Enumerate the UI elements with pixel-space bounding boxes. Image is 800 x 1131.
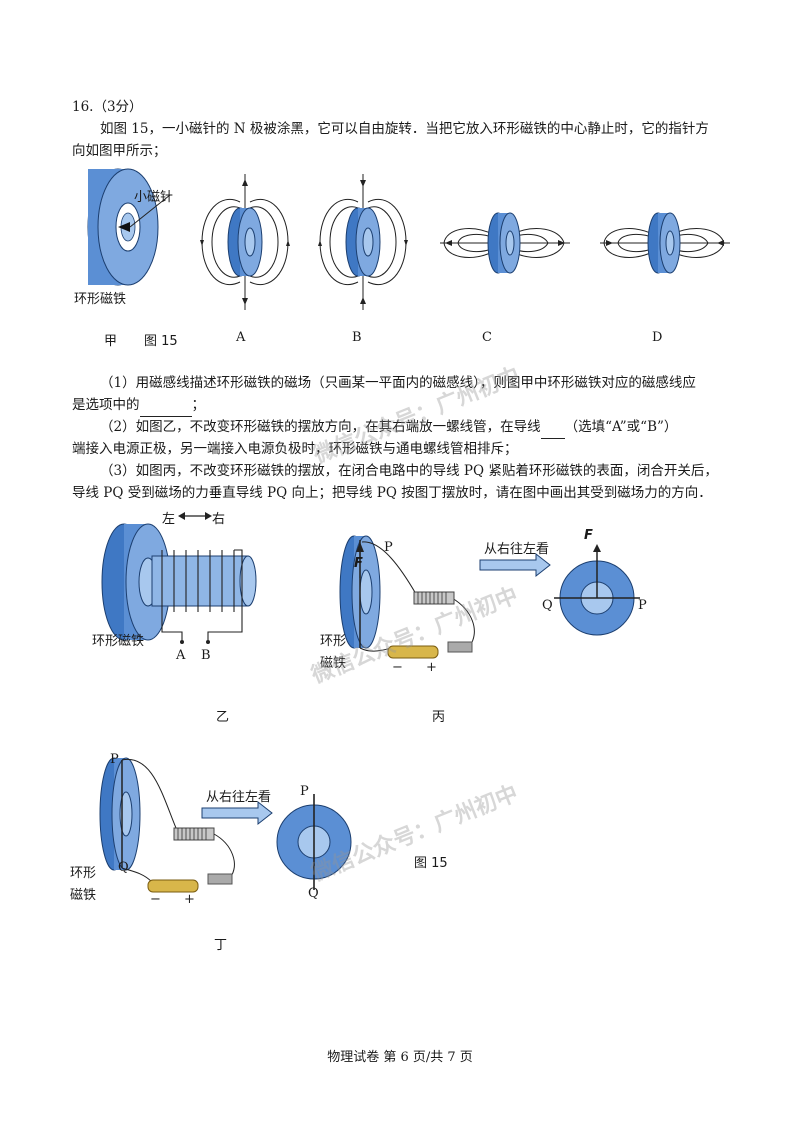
right-label: 右	[212, 512, 226, 527]
q-label-ding: Q	[118, 860, 129, 875]
figure-bing	[339, 535, 475, 659]
figure-jia	[87, 168, 171, 286]
option-d-label: D	[652, 330, 663, 345]
part2-line-1: （2）如图乙，不改变环形磁铁的摆放方向，在其右端放一螺线管，在导线 （选填“A”…	[100, 416, 677, 439]
wire-b-label: B	[201, 648, 211, 663]
part2-line-2: 端接入电源正极，另一端接入电源负极时，环形磁铁与通电螺线管相排斥；	[72, 441, 518, 457]
small-needle-label: 小磁针	[134, 190, 174, 205]
part1-line-2: 是选项中的 ；	[72, 394, 205, 417]
plus-label-bing: +	[426, 660, 437, 675]
part3-line-1: （3）如图丙，不改变环形磁铁的摆放，在闭合电路中的导线 PQ 紧贴着环形磁铁的表…	[100, 463, 718, 479]
ring-label-bing-1: 环形	[320, 634, 347, 649]
minus-label-bing: −	[392, 660, 403, 675]
ring-magnet-label: 环形磁铁	[74, 292, 127, 307]
option-b-label: B	[352, 330, 362, 345]
ring-magnet-label-yi: 环形磁铁	[92, 634, 145, 649]
option-a-figure	[200, 174, 290, 310]
p-label-ding-right: P	[300, 784, 309, 799]
minus-label-ding: −	[150, 892, 161, 907]
fig15-label-top: 图 15	[144, 334, 178, 349]
p-label-bing-right: P	[638, 598, 647, 613]
ring-label-ding-2: 磁铁	[70, 888, 97, 903]
option-c-figure	[440, 212, 570, 274]
caption-ding: 丁	[214, 938, 228, 953]
view-text-ding: 从右往左看	[206, 790, 272, 805]
fig15-label-bottom: 图 15	[414, 856, 448, 871]
page-footer: 物理试卷 第 6 页/共 7 页	[327, 1050, 473, 1065]
q-label-ding-right: Q	[308, 886, 319, 901]
plus-label-ding: +	[184, 892, 195, 907]
view-arrow-ding-icon	[201, 800, 273, 826]
force-label-bing-right: F	[584, 528, 593, 543]
option-d-figure	[600, 212, 730, 274]
figure-yi	[101, 523, 257, 644]
intro-line-2: 向如图甲所示；	[72, 143, 167, 159]
answer-blank-1[interactable]	[139, 394, 192, 417]
left-label: 左	[162, 512, 176, 527]
intro-line-1: 如图 15，一小磁针的 N 极被涂黑，它可以自由旋转．当把它放入环形磁铁的中心静…	[100, 121, 709, 137]
question-number: 16.（3分）	[72, 99, 143, 115]
ring-label-ding-1: 环形	[70, 866, 97, 881]
option-c-label: C	[482, 330, 492, 345]
figure-ding	[99, 757, 235, 893]
p-label-bing: P	[384, 540, 393, 555]
wire-a-label: A	[176, 648, 186, 663]
part1-line-1: （1）用磁感线描述环形磁铁的磁场（只画某一平面内的磁感线），则图甲中环形磁铁对应…	[100, 375, 696, 391]
view-text-bing: 从右往左看	[484, 542, 550, 557]
view-arrow-icon	[479, 552, 551, 578]
caption-bing: 丙	[432, 710, 446, 725]
part3-line-2: 导线 PQ 受到磁场的力垂直导线 PQ 向上；把导线 PQ 按图丁摆放时，请在图…	[72, 485, 712, 501]
option-a-label: A	[236, 330, 246, 345]
ding-end-view	[276, 794, 352, 890]
p-label-ding: P	[110, 752, 119, 767]
force-label-bing: F	[354, 556, 363, 571]
q-label-bing-right: Q	[542, 598, 553, 613]
ring-label-bing-2: 磁铁	[320, 656, 347, 671]
jia-label: 甲	[104, 334, 118, 349]
bing-end-view	[554, 544, 640, 636]
answer-blank-2[interactable]	[540, 416, 565, 439]
left-right-arrow-icon	[178, 512, 212, 520]
caption-yi: 乙	[216, 710, 230, 725]
option-b-figure	[318, 174, 408, 310]
